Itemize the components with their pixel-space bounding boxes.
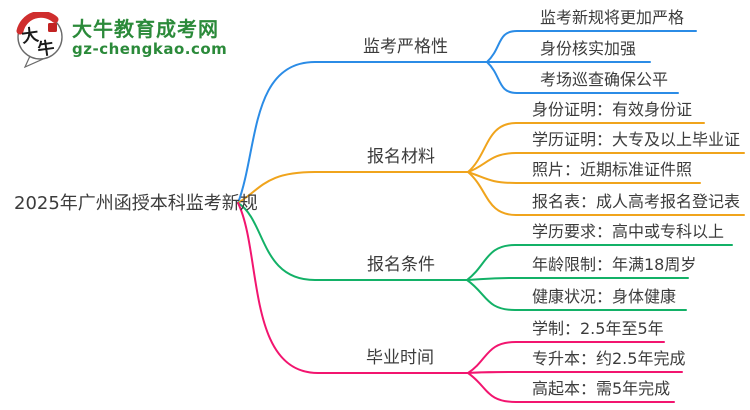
leaf-node: 照片：近期标准证件照 [532, 160, 693, 179]
site-name: 大牛教育成考网 [72, 17, 219, 41]
leaf-node: 身份核实加强 [540, 39, 637, 58]
leaf-node: 年龄限制：年满18周岁 [532, 255, 697, 274]
leaf-node: 考场巡查确保公平 [540, 70, 669, 89]
svg-text:大: 大 [20, 24, 40, 47]
branch-lines-graduation [237, 202, 683, 403]
leaf-node: 专升本：约2.5年完成 [532, 349, 686, 368]
branch-label-supervision: 监考严格性 [363, 37, 448, 57]
branch-label-graduation: 毕业时间 [366, 348, 434, 368]
site-logo: 大 牛 大牛教育成考网 gz-chengkao.com [14, 12, 227, 68]
logo-bubble-icon: 大 牛 [16, 12, 63, 68]
leaf-node: 健康状况：身体健康 [532, 287, 677, 306]
leaf-node: 学历证明：大专及以上毕业证 [532, 130, 741, 149]
root-node: 2025年广州函授本科监考新规 [14, 193, 258, 214]
leaf-node: 身份证明：有效身份证 [532, 100, 693, 119]
leaf-node: 监考新规将更加严格 [540, 8, 685, 27]
svg-text:牛: 牛 [36, 37, 56, 60]
leaf-node: 学历要求：高中或专科以上 [532, 222, 725, 241]
leaf-node: 高起本：需5年完成 [532, 379, 671, 398]
branch-label-requirements: 报名条件 [367, 255, 435, 275]
branch-lines-materials [237, 122, 745, 216]
branch-label-materials: 报名材料 [367, 147, 435, 167]
branch-lines-supervision [237, 30, 697, 204]
site-domain: gz-chengkao.com [72, 40, 228, 58]
leaf-node: 报名表：成人高考报名登记表 [532, 192, 741, 211]
leaf-node: 学制：2.5年至5年 [532, 319, 664, 338]
branch-lines-requirements [237, 202, 733, 311]
